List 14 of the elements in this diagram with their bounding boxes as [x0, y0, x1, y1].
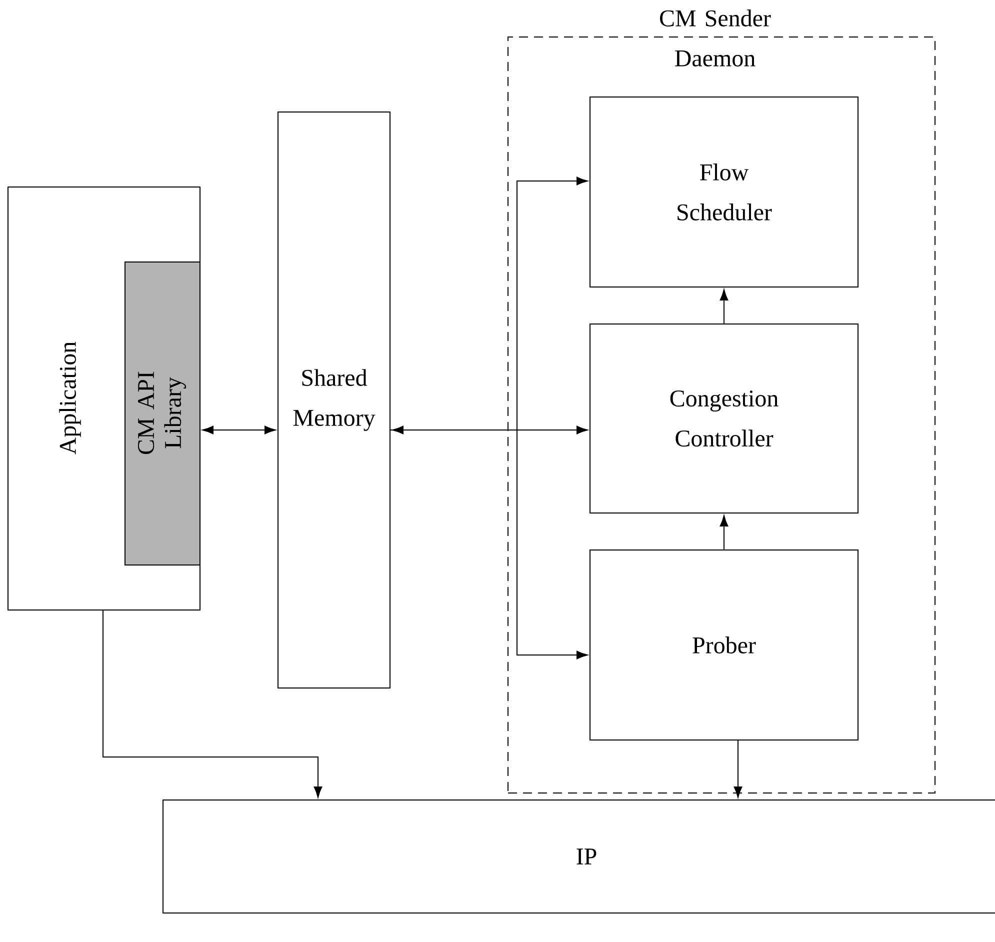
- memory-box: Shared Memory: [278, 112, 390, 688]
- process-box: Prober: [590, 550, 858, 740]
- arrow: [202, 426, 276, 434]
- arrow: [734, 740, 742, 798]
- layer-box: IP: [162, 800, 995, 914]
- arrow: [392, 426, 588, 434]
- process-box: Congestion Controller: [590, 324, 858, 514]
- library-box: CM API Library: [124, 262, 200, 566]
- arrow: [720, 289, 728, 324]
- arrow: [390, 430, 588, 660]
- arrow: [720, 515, 728, 550]
- process-box: Flow Scheduler: [590, 96, 858, 288]
- node-label: CM Sender: [660, 10, 771, 26]
- arrow: [102, 610, 322, 798]
